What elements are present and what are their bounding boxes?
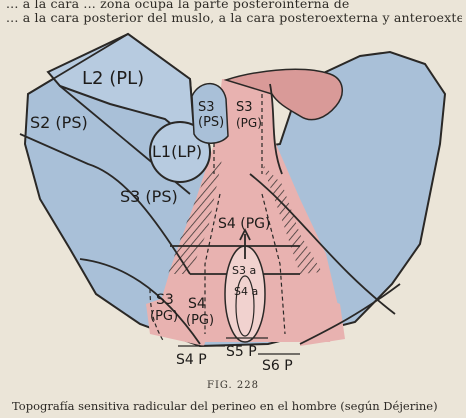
label-s3-pg-low-sub: (PG): [150, 309, 178, 324]
figure-caption: Topografía sensitiva radicular del perin…: [12, 399, 466, 413]
label-s3-ps-top: S3: [198, 100, 215, 115]
label-s3-pg-top-sub: (PG): [236, 116, 262, 130]
label-s3-ps-mid: S3 (PS): [120, 187, 178, 206]
label-s4a: S4 a: [234, 285, 258, 298]
label-l1: L1(LP): [152, 142, 202, 161]
label-s3-ps-top-sub: (PS): [198, 115, 224, 130]
label-s5p: S5 P: [226, 344, 257, 360]
label-l2: L2 (PL): [82, 68, 144, 89]
label-s4-pg-center: S4 (PG): [218, 216, 270, 232]
label-s3a: S3 a: [232, 264, 256, 277]
figure-number: FIG. 228: [0, 380, 466, 391]
label-s3-pg-low: S3: [156, 292, 174, 308]
label-s4-pg-low-sub: (PG): [186, 313, 214, 328]
label-s4-pg-low: S4: [188, 296, 206, 312]
label-s3-pg-top: S3: [236, 100, 253, 115]
label-s6p: S6 P: [262, 358, 293, 374]
label-s2: S2 (PS): [30, 113, 88, 132]
label-s4p: S4 P: [176, 352, 207, 368]
header-text-line-2: ... a la cara posterior del muslo, a la …: [6, 10, 462, 25]
perineum-dermatome-diagram: L2 (PL) S2 (PS) S3 (PS) S3 (PG) L1(LP) S…: [0, 24, 466, 384]
